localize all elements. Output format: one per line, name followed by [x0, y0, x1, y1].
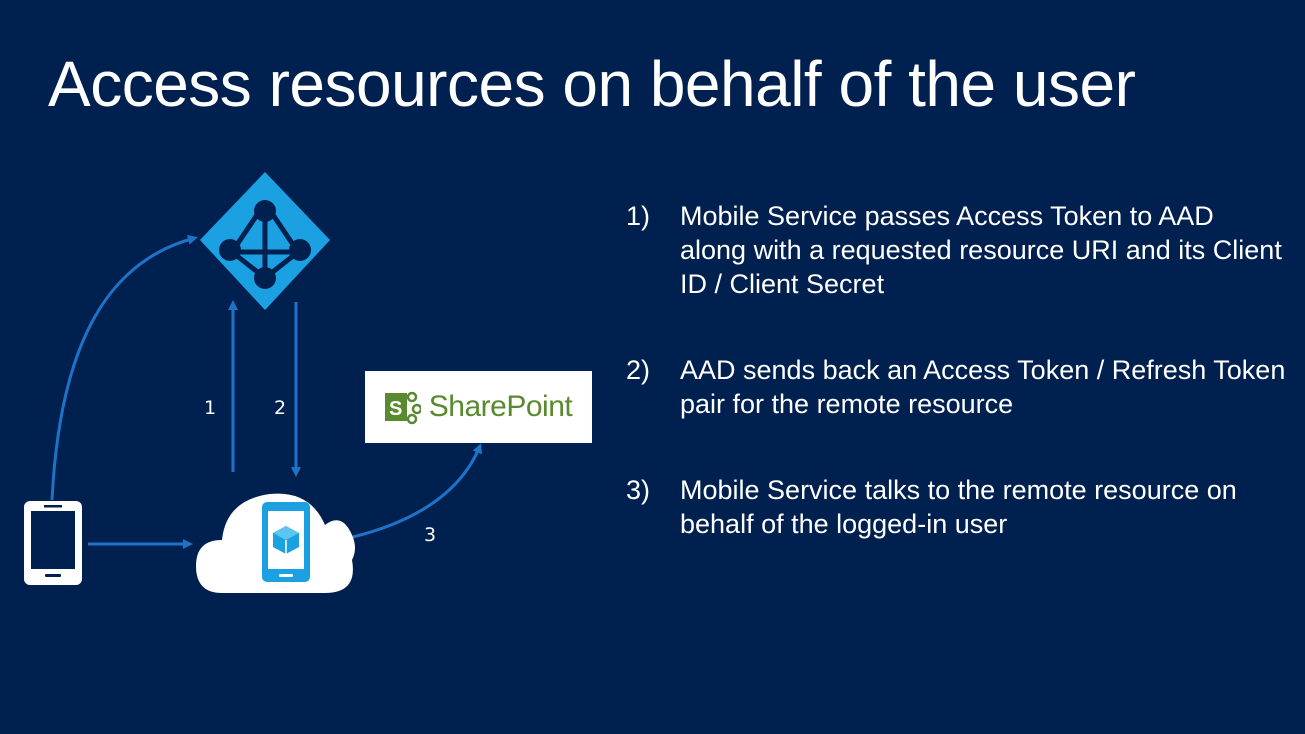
step-item: 2) AAD sends back an Access Token / Refr…	[626, 353, 1286, 421]
svg-text:S: S	[389, 398, 402, 420]
arrow-label-2: 2	[274, 397, 286, 419]
page-title: Access resources on behalf of the user	[48, 48, 1136, 120]
step-item: 3) Mobile Service talks to the remote re…	[626, 473, 1286, 541]
steps-list: 1) Mobile Service passes Access Token to…	[626, 199, 1286, 593]
arrow-label-3: 3	[424, 524, 436, 546]
step-number: 2)	[626, 355, 651, 385]
step-text: Mobile Service passes Access Token to AA…	[680, 201, 1282, 299]
arrow-phone-to-aad	[50, 234, 198, 501]
azure-active-directory-icon	[200, 172, 330, 310]
step-number: 1)	[626, 201, 651, 231]
sharepoint-box: S SharePoint	[365, 371, 592, 443]
arrow-label-1: 1	[204, 397, 216, 419]
step-number: 3)	[626, 475, 651, 505]
sharepoint-logo-icon: S	[384, 387, 423, 427]
step-item: 1) Mobile Service passes Access Token to…	[626, 199, 1286, 301]
mobile-phone-icon	[24, 501, 82, 585]
arrow-3-service-to-sharepoint	[339, 443, 482, 542]
step-text: AAD sends back an Access Token / Refresh…	[680, 355, 1286, 419]
sharepoint-label: SharePoint	[428, 390, 573, 423]
mobile-service-cloud-icon	[196, 493, 355, 593]
step-text: Mobile Service talks to the remote resou…	[680, 475, 1237, 539]
